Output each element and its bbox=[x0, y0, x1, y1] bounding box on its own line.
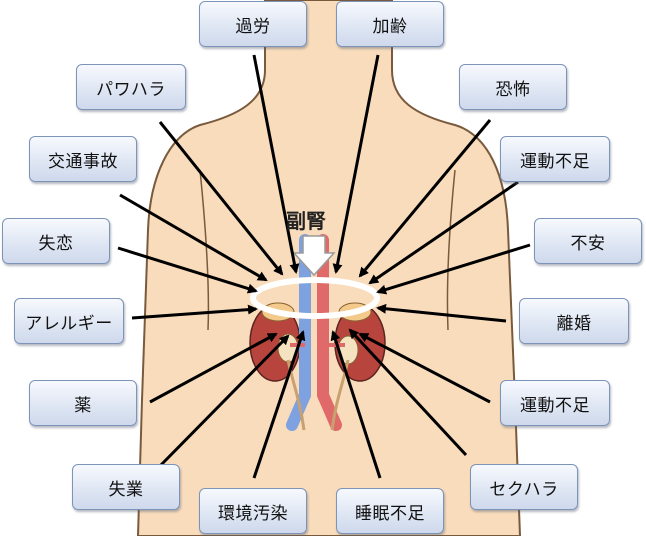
stressor-kankyouosen: 環境汚染 bbox=[199, 488, 307, 534]
stressor-sekuhara: セクハラ bbox=[470, 464, 578, 510]
arrow-rikon bbox=[376, 303, 507, 323]
stressor-shitsuren: 失恋 bbox=[2, 218, 110, 264]
stressor-arerugii: アレルギー bbox=[14, 298, 124, 344]
arrow-undoubusoku-2 bbox=[358, 332, 491, 404]
stressor-kusuri: 薬 bbox=[29, 380, 137, 426]
arrow-kusuri bbox=[149, 332, 278, 404]
focus-arrow-icon bbox=[292, 235, 336, 277]
arrow-suiminbusoku bbox=[330, 330, 382, 479]
aorta bbox=[317, 234, 342, 431]
arrow-kankyouosen bbox=[252, 330, 306, 479]
ureter-left bbox=[286, 359, 306, 431]
arrow-shitsuren bbox=[117, 246, 258, 294]
stressor-undoubusoku-1: 運動不足 bbox=[500, 136, 610, 182]
stressor-karou: 過労 bbox=[199, 1, 307, 47]
stressor-karei: 加齢 bbox=[336, 1, 444, 47]
arm-crease-right bbox=[446, 169, 456, 331]
arrow-fuan bbox=[376, 243, 531, 295]
arrow-shitsugyou bbox=[156, 334, 290, 470]
arrow-koutsuujiko bbox=[119, 193, 268, 282]
arrow-sekuhara bbox=[348, 328, 468, 457]
stressor-rikon: 離婚 bbox=[519, 298, 629, 344]
stressor-suiminbusoku: 睡眠不足 bbox=[336, 488, 444, 534]
ureter-right bbox=[330, 359, 350, 431]
arrow-pawahara bbox=[158, 121, 284, 276]
stressor-koutsuujiko: 交通事故 bbox=[29, 136, 137, 182]
arrow-karou bbox=[252, 54, 300, 274]
adrenal-highlight-ring bbox=[250, 277, 380, 319]
stressor-kyoufu: 恐怖 bbox=[459, 64, 567, 110]
vena-cava bbox=[286, 234, 311, 431]
arrow-kyoufu bbox=[358, 119, 492, 278]
stressor-undoubusoku-2: 運動不足 bbox=[500, 380, 610, 426]
stressor-fuan: 不安 bbox=[534, 218, 642, 264]
arrow-arerugii bbox=[131, 304, 258, 320]
arrow-undoubusoku-1 bbox=[368, 180, 519, 285]
adrenal-title: 副腎 bbox=[286, 209, 326, 233]
stressor-arrows bbox=[117, 54, 531, 479]
stressor-pawahara: パワハラ bbox=[76, 64, 186, 110]
arrow-karei bbox=[332, 54, 380, 274]
stressor-shitsugyou: 失業 bbox=[72, 464, 180, 510]
